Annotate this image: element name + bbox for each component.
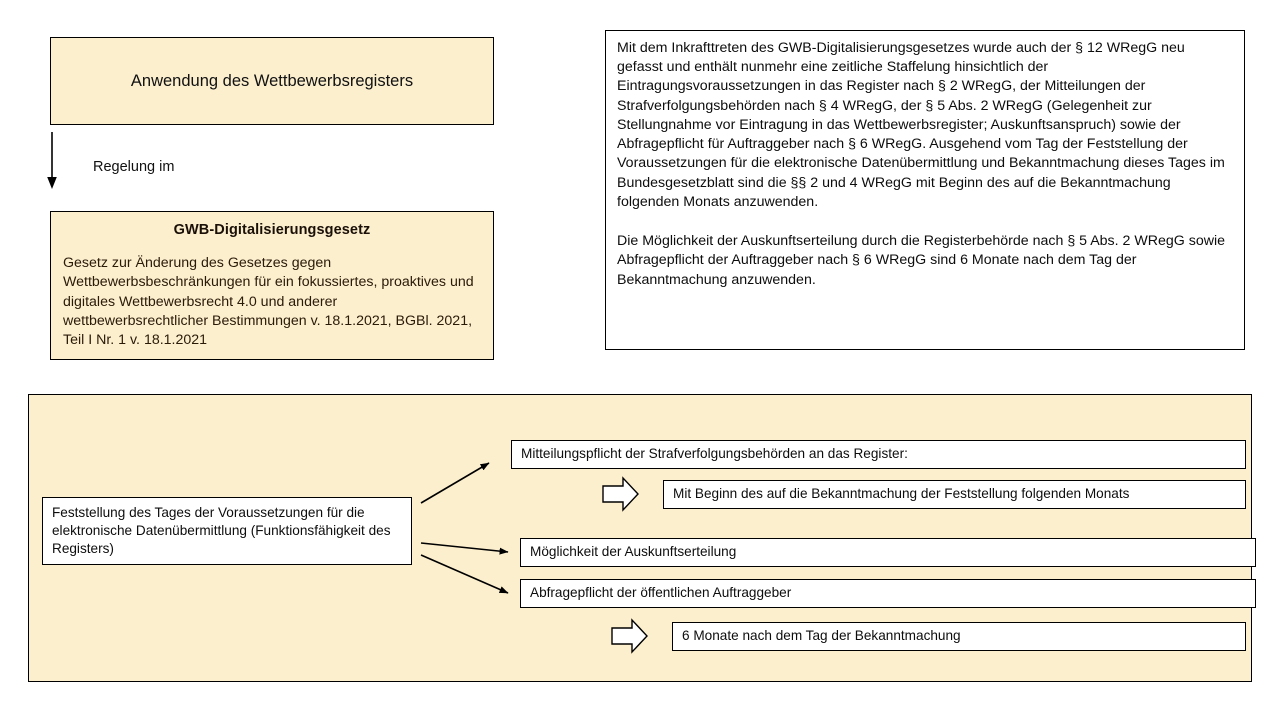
bar-mit-beginn: Mit Beginn des auf die Bekanntmachung de… <box>663 480 1246 509</box>
info-paragraph-2: Die Möglichkeit der Auskunftserteilung d… <box>617 233 1226 288</box>
bar-abfragepflicht: Abfragepflicht der öffentlichen Auftragg… <box>520 579 1256 608</box>
info-text-box: Mit dem Inkrafttreten des GWB-Digitalisi… <box>605 30 1245 350</box>
block-arrow-right-icon-2 <box>606 616 652 656</box>
gwb-law-body: Gesetz zur Änderung des Gesetzes gegen W… <box>63 255 474 349</box>
page-title: Anwendung des Wettbewerbsregisters <box>130 71 414 90</box>
bar-moeglichkeit: Möglichkeit der Auskunftserteilung <box>520 538 1256 567</box>
gwb-law-box: GWB-Digitalisierungsgesetz Gesetz zur Än… <box>50 211 494 360</box>
info-paragraph-1: Mit dem Inkrafttreten des GWB-Digitalisi… <box>617 40 1225 210</box>
arrow-down-icon <box>44 132 84 192</box>
bar-mitteilungspflicht-label: Mitteilungspflicht der Strafverfolgungsb… <box>521 446 908 462</box>
title-box: Anwendung des Wettbewerbsregisters <box>50 37 494 125</box>
bar-mitteilungspflicht: Mitteilungspflicht der Strafverfolgungsb… <box>511 440 1246 469</box>
gwb-law-heading: GWB-Digitalisierungsgesetz <box>173 222 371 238</box>
regelung-label: Regelung im <box>93 159 175 175</box>
bar-sechs-monate: 6 Monate nach dem Tag der Bekanntmachung <box>672 622 1246 651</box>
bar-moeglichkeit-label: Möglichkeit der Auskunftserteilung <box>530 544 737 560</box>
block-arrow-right-icon <box>597 474 643 514</box>
feststellung-source-text: Feststellung des Tages der Voraussetzung… <box>52 505 391 556</box>
bar-mit-beginn-label: Mit Beginn des auf die Bekanntmachung de… <box>673 486 1130 502</box>
bar-abfragepflicht-label: Abfragepflicht der öffentlichen Auftragg… <box>530 585 792 601</box>
bar-sechs-monate-label: 6 Monate nach dem Tag der Bekanntmachung <box>682 628 961 644</box>
feststellung-source-box: Feststellung des Tages der Voraussetzung… <box>42 497 412 565</box>
